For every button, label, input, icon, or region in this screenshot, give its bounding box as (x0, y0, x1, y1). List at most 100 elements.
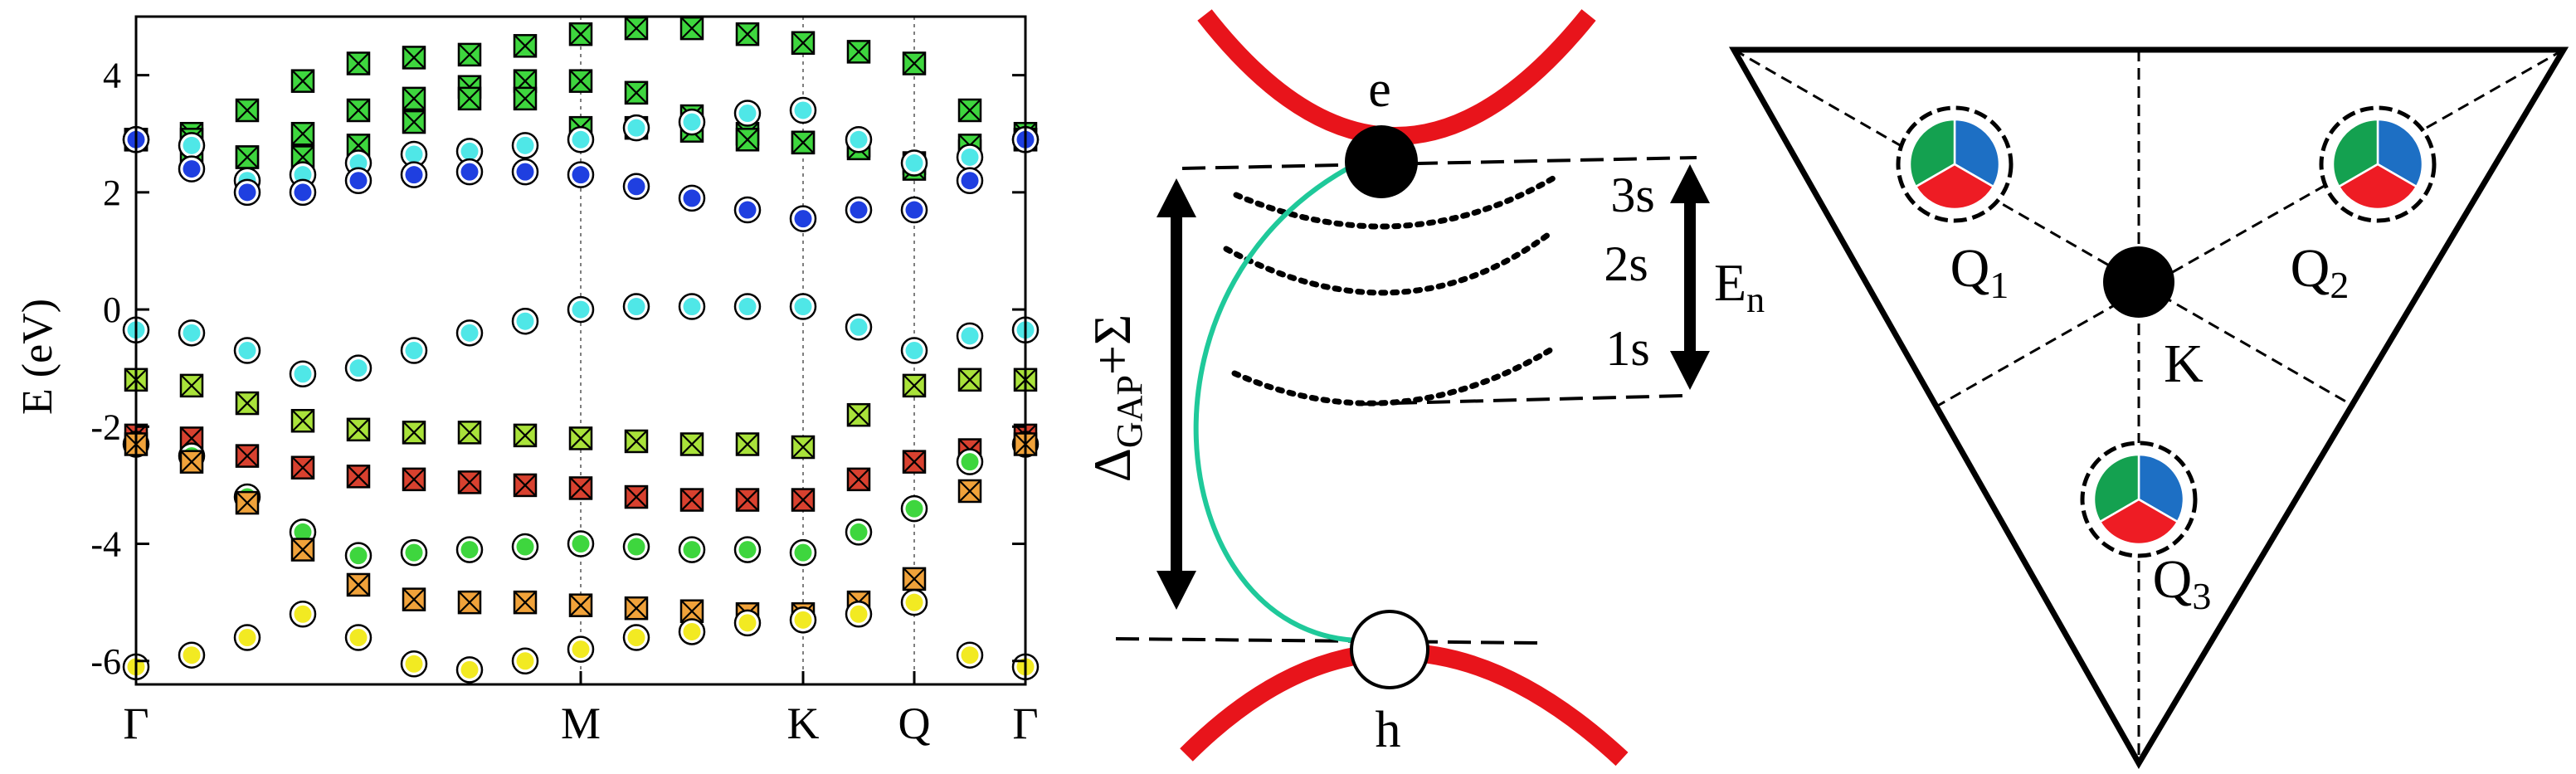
bz-symmetry-lines (1733, 48, 2564, 763)
band-point-fill (572, 535, 590, 553)
valley-pies (1896, 105, 2437, 558)
band-point-cross (737, 433, 758, 455)
band-point-cross (737, 489, 758, 511)
binding-energy-label: En (1714, 253, 1765, 320)
electron-label: e (1368, 61, 1391, 118)
band-point-fill (905, 593, 923, 611)
valley-label-q3-sub: 3 (2192, 575, 2211, 617)
y-axis: 420-2-4-6 (90, 56, 1025, 682)
band-point-cross (681, 433, 703, 455)
band-point-cross (903, 450, 925, 473)
hole-label: h (1376, 702, 1401, 758)
band-point-cross (570, 70, 592, 92)
level-2s-dotted (1223, 229, 1555, 296)
band-point-fill (905, 499, 923, 518)
band-point-cross (403, 111, 425, 133)
band-point-fill (738, 105, 757, 123)
band-point-cross (681, 17, 703, 39)
valence-edge-dashed (1115, 637, 1540, 645)
band-point-cross (514, 591, 536, 613)
exciton-panel: e h 3s 2s 1s En ΔGAP+Σ (1083, 9, 1765, 767)
gap-suffix: +Σ (1083, 314, 1142, 375)
band-point-cross (236, 492, 258, 514)
band-point-fill (460, 142, 479, 160)
band-point-cross (514, 88, 536, 110)
band-point-fill (850, 318, 868, 336)
band-point-cross (459, 44, 480, 66)
valley-wedge-red (2098, 498, 2179, 546)
band-point-fill (349, 547, 368, 565)
band-point-cross (848, 41, 869, 63)
band-point-fill (183, 324, 201, 342)
x-tick-label: M (561, 699, 601, 748)
band-point-fill (961, 327, 979, 345)
band-point-fill (627, 538, 645, 556)
band-point-fill (627, 298, 645, 316)
band-point-fill (850, 605, 868, 623)
band-point-fill (738, 298, 757, 316)
band-point-cross (626, 431, 647, 452)
band-point-fill (905, 201, 923, 219)
band-markers (122, 16, 1040, 684)
valley-label-q1-name: Q (1950, 238, 1990, 299)
band-point-fill (349, 359, 368, 377)
level-3s-dotted (1233, 175, 1556, 230)
band-point-fill (405, 145, 423, 163)
band-point-cross (514, 425, 536, 446)
band-point-cross (181, 375, 202, 397)
band-point-cross (626, 486, 647, 508)
band-point-cross (459, 591, 480, 613)
valley-label-q3: Q3 (2153, 549, 2212, 617)
bz-line-left-diag (1733, 48, 2355, 408)
band-point-cross (792, 489, 814, 511)
band-point-cross (403, 46, 425, 69)
band-point-fill (294, 523, 312, 541)
band-point-cross (570, 427, 592, 450)
x-tick-label: Q (898, 699, 931, 748)
valley-label-q1: Q1 (1950, 238, 2009, 306)
band-point-cross (792, 436, 814, 458)
band-point-cross (792, 32, 814, 54)
band-point-fill (850, 201, 868, 219)
gap-label: ΔGAP+Σ (1083, 314, 1150, 483)
band-point-cross (348, 574, 369, 596)
band-point-cross (348, 465, 369, 488)
band-point-fill (572, 166, 590, 184)
band-point-cross (737, 129, 758, 151)
band-point-fill (238, 629, 256, 647)
brillouin-zone-panel: K Q1 Q2 Q3 (1728, 46, 2569, 769)
band-point-cross (348, 419, 369, 441)
band-point-fill (460, 660, 479, 679)
band-point-fill (738, 614, 757, 632)
x-tick-label: K (787, 699, 820, 748)
gap-arrow-head-up (1157, 178, 1196, 217)
binding-arrow-head-up (1670, 164, 1710, 203)
y-tick-label: -4 (90, 524, 121, 565)
bz-line-right-diag (1936, 48, 2564, 408)
band-point-fill (516, 538, 534, 556)
band-point-cross (403, 88, 425, 110)
band-point-fill (238, 342, 256, 359)
band-point-cross (903, 375, 925, 397)
y-tick-label: 4 (103, 56, 121, 96)
valley-label-q2-sub: 2 (2330, 264, 2349, 306)
conduction-edge-dashed (1181, 156, 1697, 170)
band-point-cross (459, 471, 480, 494)
band-point-fill (794, 210, 812, 228)
valley-label-q2: Q2 (2291, 238, 2350, 306)
band-point-fill (516, 163, 534, 181)
band-point-cross (959, 100, 981, 121)
band-point-fill (961, 646, 979, 664)
band-point-cross (292, 70, 314, 92)
band-point-fill (905, 154, 923, 173)
band-point-cross (848, 404, 869, 426)
band-point-fill (183, 136, 201, 154)
band-point-fill (683, 189, 701, 207)
band-point-cross (348, 100, 369, 121)
band-point-cross (626, 17, 647, 39)
band-point-cross (626, 597, 647, 619)
hole-circle (1350, 610, 1429, 689)
band-point-cross (959, 369, 981, 391)
band-point-cross (292, 123, 314, 145)
